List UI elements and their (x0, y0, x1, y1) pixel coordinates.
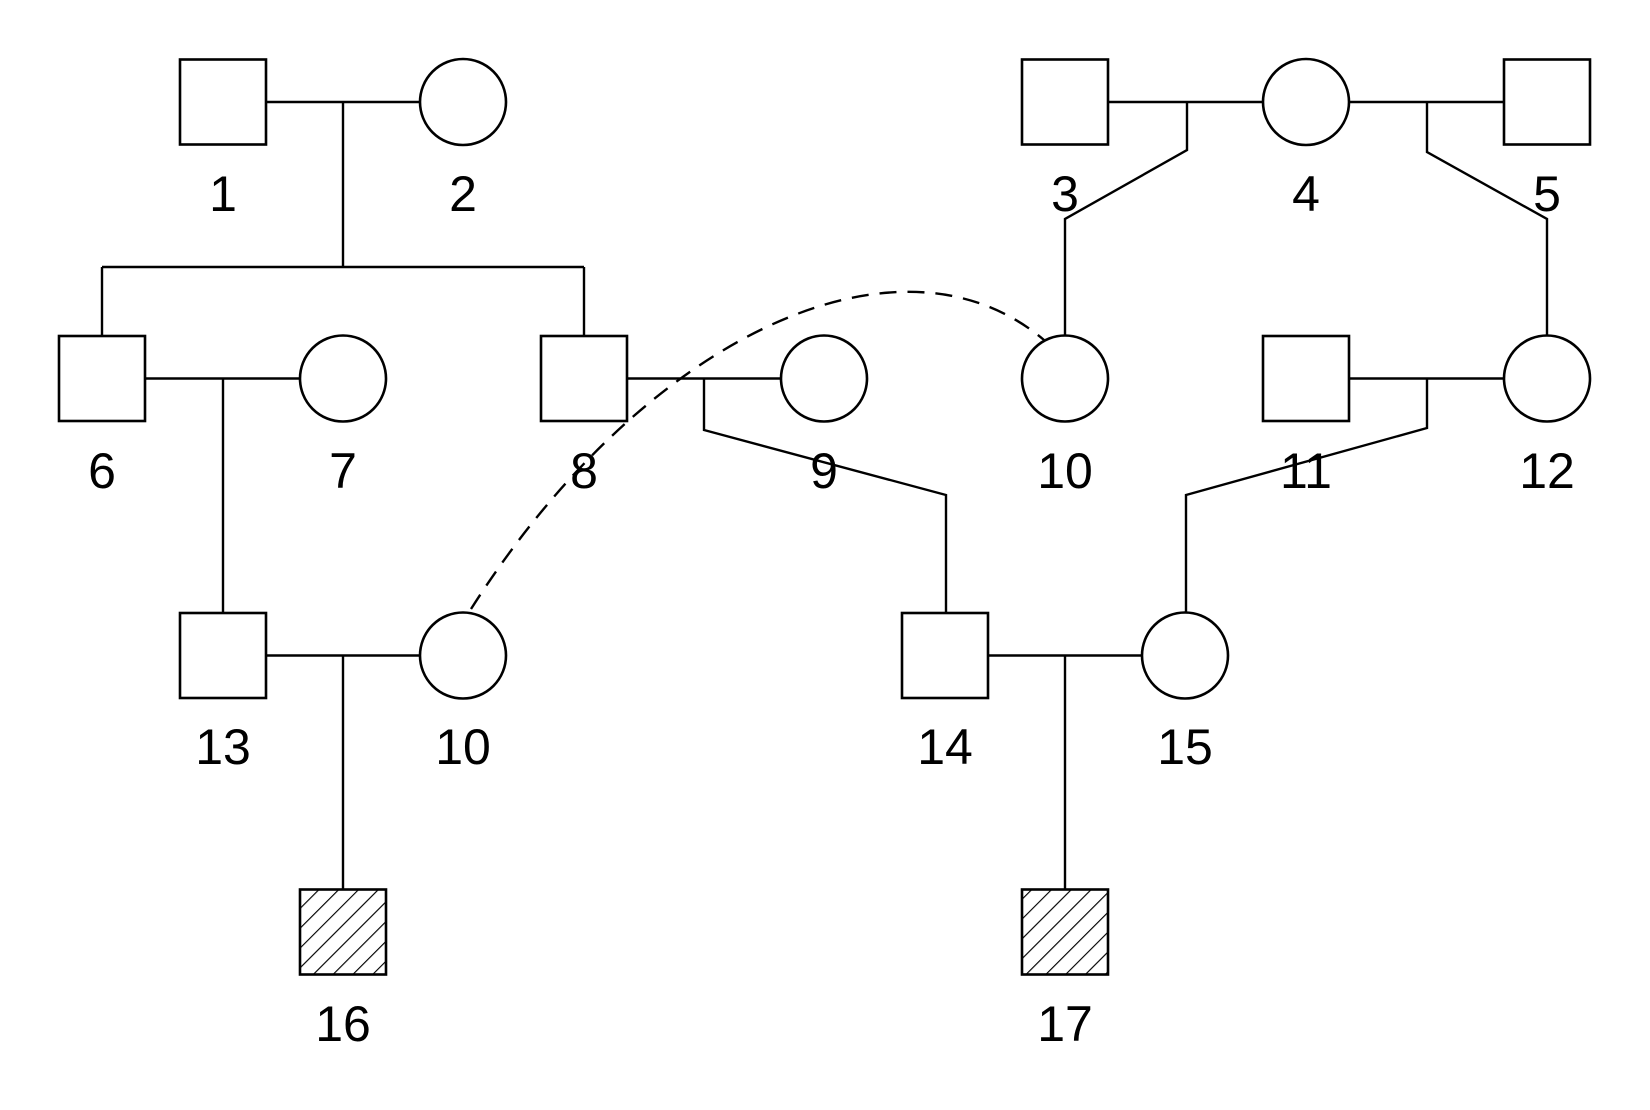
male-symbol-6 (57, 334, 147, 423)
pedigree-node-4: 4 (1261, 57, 1351, 222)
male-symbol-14 (900, 611, 990, 700)
pedigree-node-12: 12 (1502, 334, 1592, 499)
node-label-13: 13 (195, 719, 251, 775)
node-label-3: 3 (1051, 166, 1079, 222)
node-label-15: 15 (1157, 719, 1213, 775)
duplicate-individual-dashed-link (469, 290, 1045, 610)
descent-11-12-to-15 (1184, 378, 1429, 613)
pedigree-node-7: 7 (298, 334, 388, 499)
pedigree-node-8: 8 (539, 334, 629, 499)
female-symbol-10-lower (418, 611, 508, 700)
male-symbol-8 (539, 334, 629, 423)
pedigree-node-17: 17 (1020, 888, 1110, 1052)
node-label-11: 11 (1280, 443, 1332, 499)
male-symbol-11 (1261, 334, 1351, 423)
female-symbol-15 (1140, 611, 1230, 700)
node-label-10-upper: 10 (1037, 443, 1093, 499)
node-label-9: 9 (810, 443, 838, 499)
female-symbol-4 (1261, 57, 1351, 147)
female-symbol-10-upper (1020, 334, 1110, 423)
male-symbol-13 (178, 611, 268, 700)
pedigree-node-10-upper: 10 (1020, 334, 1110, 499)
node-label-5: 5 (1533, 166, 1561, 222)
pedigree-node-11: 11 (1261, 334, 1351, 499)
female-symbol-12 (1502, 334, 1592, 423)
pedigree-node-2: 2 (418, 57, 508, 222)
node-label-1: 1 (209, 166, 237, 222)
node-label-2: 2 (449, 166, 477, 222)
node-label-12: 12 (1519, 443, 1575, 499)
descent-3-4-to-10 (1063, 102, 1189, 336)
male-symbol-17-affected (1020, 888, 1110, 976)
pedigree-node-6: 6 (57, 334, 147, 499)
female-symbol-2 (418, 57, 508, 147)
female-symbol-9 (779, 334, 869, 423)
pedigree-node-3: 3 (1020, 58, 1110, 222)
edges (100, 100, 1549, 890)
node-label-10-lower: 10 (435, 719, 491, 775)
male-symbol-1 (178, 58, 268, 146)
node-label-16: 16 (315, 996, 371, 1052)
pedigree-node-5: 5 (1502, 58, 1592, 222)
male-symbol-5 (1502, 58, 1592, 146)
descent-4-5-to-12 (1425, 102, 1549, 336)
male-symbol-16-affected (298, 888, 388, 976)
pedigree-node-1: 1 (178, 58, 268, 222)
node-label-14: 14 (917, 719, 973, 775)
node-label-7: 7 (329, 443, 357, 499)
node-label-6: 6 (88, 443, 116, 499)
female-symbol-7 (298, 334, 388, 423)
node-label-4: 4 (1292, 166, 1320, 222)
node-label-8: 8 (570, 443, 598, 499)
pedigree-node-10-lower: 10 (418, 611, 508, 775)
pedigree-node-9: 9 (779, 334, 869, 499)
pedigree-node-16: 16 (298, 888, 388, 1052)
node-label-17: 17 (1037, 996, 1093, 1052)
descent-8-9-to-14 (702, 378, 948, 613)
nodes: 1 2 3 4 5 6 7 8 (57, 57, 1592, 1052)
male-symbol-3 (1020, 58, 1110, 146)
pedigree-node-14: 14 (900, 611, 990, 775)
pedigree-node-15: 15 (1140, 611, 1230, 775)
pedigree-node-13: 13 (178, 611, 268, 775)
